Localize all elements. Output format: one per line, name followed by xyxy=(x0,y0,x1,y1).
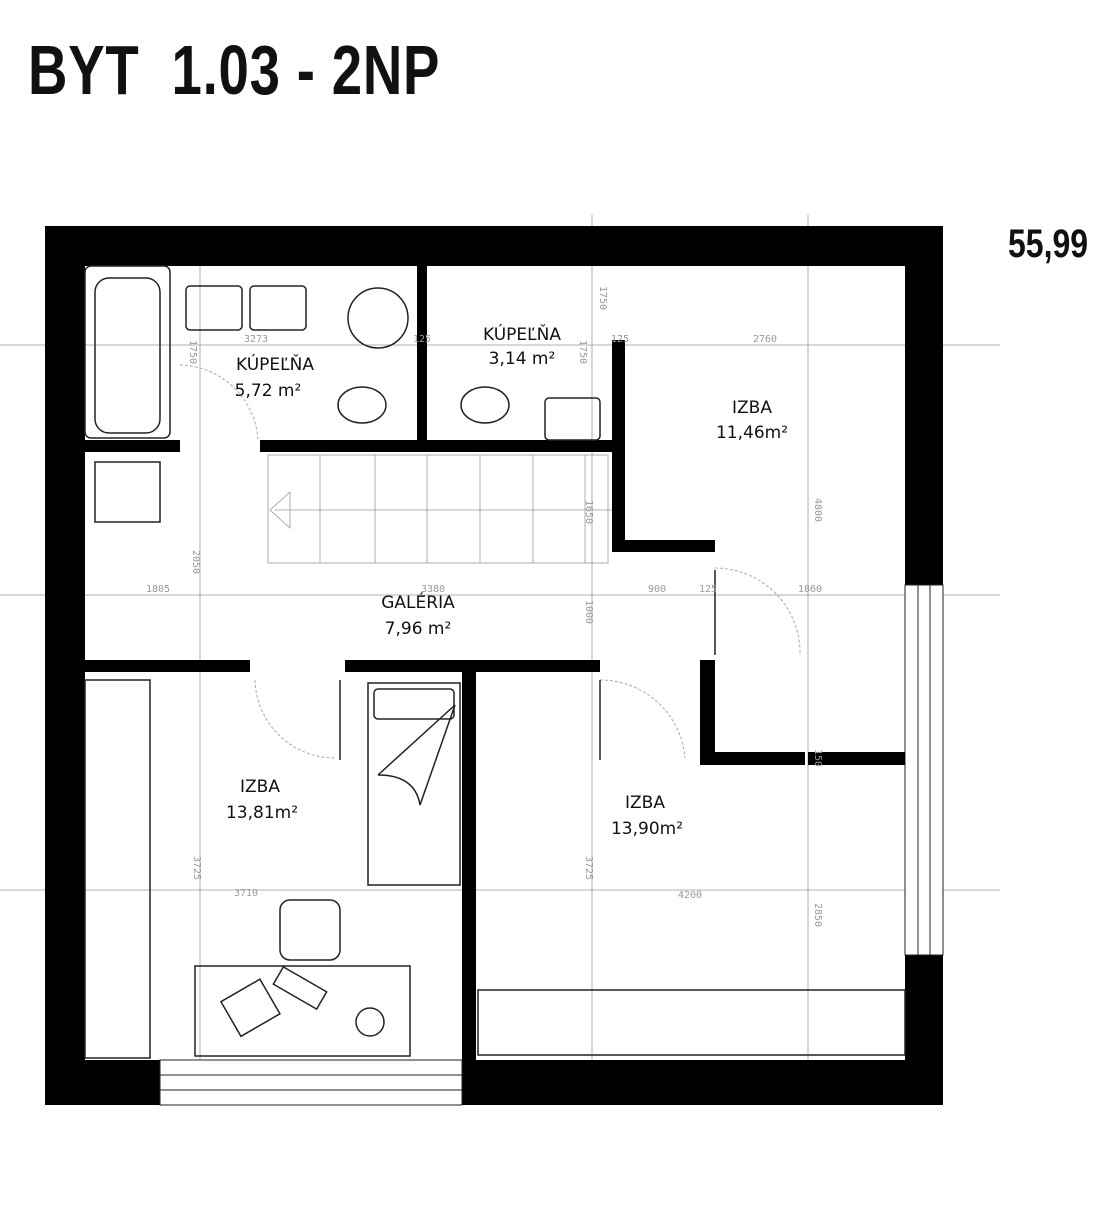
desk xyxy=(194,899,411,1057)
outer-walls xyxy=(45,226,943,1105)
room-area-izba-ne: 11,46m² xyxy=(716,423,788,443)
dim-label: 3725 xyxy=(191,856,202,880)
dim-label: 4800 xyxy=(812,498,823,522)
room-name-izba-ne: IZBA xyxy=(732,398,772,418)
toilet xyxy=(460,386,510,424)
doors xyxy=(179,364,801,760)
staircase xyxy=(267,454,612,564)
dim-label: 2760 xyxy=(753,334,777,345)
dim-label: 1750 xyxy=(577,340,588,364)
dim-label: 1750 xyxy=(597,286,608,310)
wardrobe xyxy=(84,679,906,1059)
dim-label: 1805 xyxy=(146,584,170,595)
bidet xyxy=(544,397,601,441)
sink xyxy=(249,285,307,331)
bed xyxy=(367,682,461,886)
dim-label: 125 xyxy=(611,334,629,345)
dim-label: 1000 xyxy=(583,600,594,624)
bathtub xyxy=(84,265,171,439)
dim-label: 1750 xyxy=(187,340,198,364)
room-name-izba-se: IZBA xyxy=(625,793,665,813)
dim-label: 3710 xyxy=(234,888,258,899)
dim-label: 4200 xyxy=(678,890,702,901)
room-area-izba-se: 13,90m² xyxy=(611,819,683,839)
dim-label: 900 xyxy=(648,584,666,595)
apartment-title: BYT 1.03 - 2NP xyxy=(28,31,441,109)
room-area-bath1: 5,72 m² xyxy=(235,381,302,401)
dim-label: 2850 xyxy=(812,903,823,927)
room-name-izba-sw: IZBA xyxy=(240,777,280,797)
windows xyxy=(159,584,944,1106)
dim-label: 2050 xyxy=(190,550,201,574)
dimension-labels: 3273 1750 125 1750 125 2760 1650 4800 20… xyxy=(146,286,823,927)
room-name-bath2: KÚPEĽŇA xyxy=(483,323,561,345)
dim-label: 3273 xyxy=(244,334,268,345)
dim-label: 125 xyxy=(699,584,717,595)
total-area: 55,99 xyxy=(1008,222,1089,266)
dim-label: 3380 xyxy=(421,584,445,595)
dim-label: 3725 xyxy=(583,856,594,880)
dim-label: 150 xyxy=(812,749,823,767)
room-area-izba-sw: 13,81m² xyxy=(226,803,298,823)
dimension-lines xyxy=(0,215,1000,1100)
dim-label: 1650 xyxy=(583,500,594,524)
dim-label: 1860 xyxy=(798,584,822,595)
room-area-bath2: 3,14 m² xyxy=(489,349,556,369)
appliance xyxy=(94,461,161,523)
interior-walls xyxy=(85,266,905,1060)
room-area-galeria: 7,96 m² xyxy=(385,619,452,639)
shower-drain xyxy=(347,287,409,349)
room-name-galeria: GALÉRIA xyxy=(381,591,455,613)
sink xyxy=(185,285,243,331)
room-name-bath1: KÚPEĽŇA xyxy=(236,353,314,375)
dim-label: 125 xyxy=(413,334,431,345)
toilet xyxy=(337,386,387,424)
